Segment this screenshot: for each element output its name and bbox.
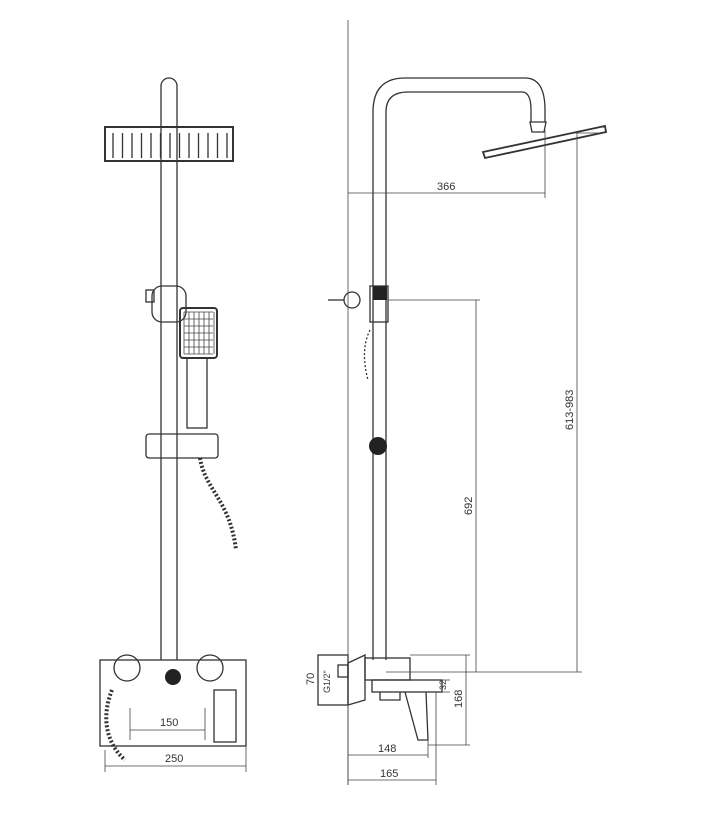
dim-366: 366 xyxy=(437,181,455,193)
knob-right xyxy=(196,654,224,682)
shower-arm xyxy=(372,77,546,660)
slider xyxy=(151,285,187,323)
holder xyxy=(145,433,219,459)
dim-70: 70 xyxy=(305,673,317,685)
diverter xyxy=(165,669,181,685)
side-slider xyxy=(373,286,387,300)
riser-pole xyxy=(160,77,178,660)
dim-168: 168 xyxy=(453,690,465,708)
rain-shower-head xyxy=(104,126,234,162)
mixer-body xyxy=(99,659,247,747)
dim-32: 32 xyxy=(438,680,448,690)
slider-knob xyxy=(145,289,155,303)
side-diverter xyxy=(369,437,387,455)
side-view: 366 692 613-983 70 G1/2" 32 168 148 165 xyxy=(305,20,608,785)
hand-shower-handle xyxy=(186,357,208,429)
dim-692: 692 xyxy=(463,497,475,515)
hose-lower xyxy=(104,689,127,762)
side-slider-knob xyxy=(343,291,361,309)
hose xyxy=(198,457,238,551)
dim-150: 150 xyxy=(160,717,178,729)
side-shower-head xyxy=(481,124,608,160)
dim-250: 250 xyxy=(165,753,183,765)
thread-label: G1/2" xyxy=(322,670,332,693)
lever xyxy=(213,689,237,743)
dim-148: 148 xyxy=(378,743,396,755)
dim-165: 165 xyxy=(380,768,398,780)
dim-613-983: 613-983 xyxy=(564,390,576,430)
knob-left xyxy=(113,654,141,682)
front-view: 150 250 xyxy=(99,77,247,772)
